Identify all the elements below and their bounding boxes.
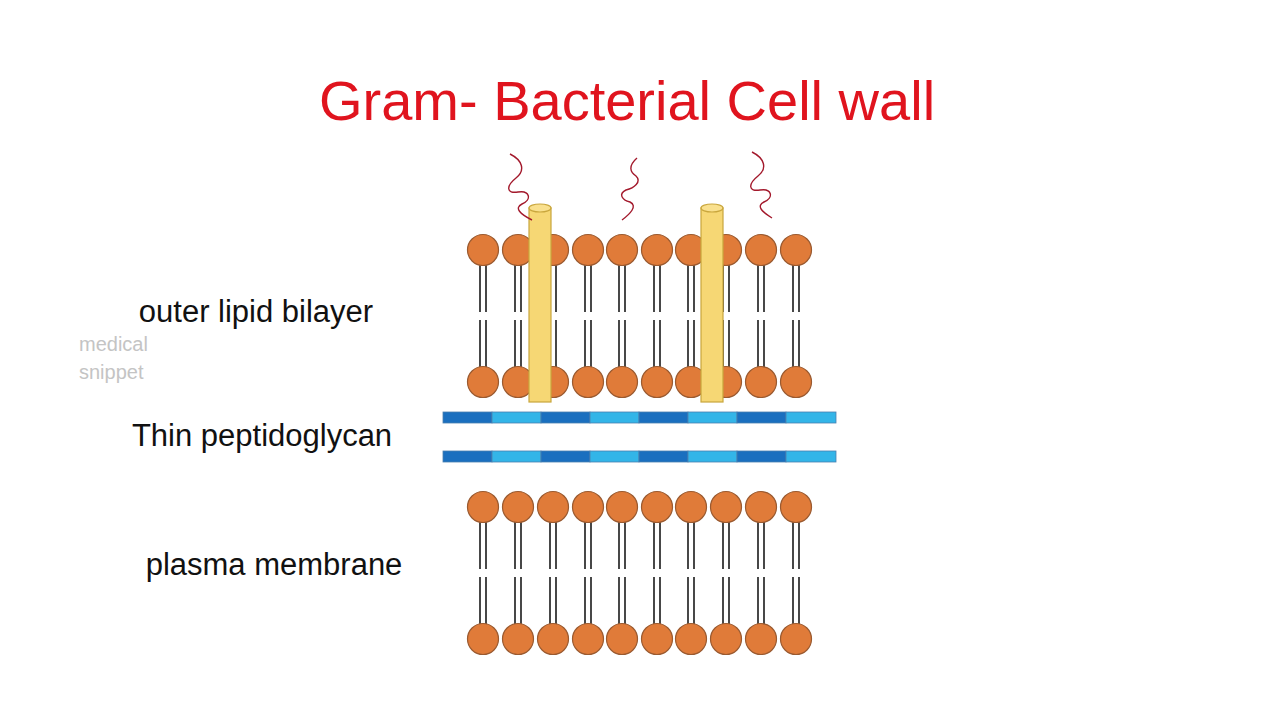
part-label: plasma membrane xyxy=(146,547,403,583)
phospholipid xyxy=(607,492,638,655)
phospholipid xyxy=(676,492,707,655)
diagram-title: Gram- Bacterial Cell wall xyxy=(319,68,935,133)
phospholipid xyxy=(781,492,812,655)
plasma-membrane xyxy=(468,492,812,655)
phospholipid xyxy=(468,492,499,655)
phospholipid xyxy=(468,235,499,398)
phospholipid xyxy=(642,235,673,398)
phospholipid xyxy=(607,235,638,398)
phospholipid xyxy=(642,492,673,655)
peptidoglycan-layer xyxy=(443,412,836,462)
phospholipid xyxy=(573,492,604,655)
phospholipid xyxy=(746,492,777,655)
outer-lipid-bilayer xyxy=(468,235,812,398)
phospholipid xyxy=(781,235,812,398)
porin-protein xyxy=(529,204,551,402)
phospholipid xyxy=(538,492,569,655)
phospholipid xyxy=(711,492,742,655)
phospholipid xyxy=(573,235,604,398)
lps-chain xyxy=(509,152,772,220)
part-label: Thin peptidoglycan xyxy=(132,418,392,454)
phospholipid xyxy=(746,235,777,398)
phospholipid xyxy=(503,492,534,655)
part-label: outer lipid bilayer xyxy=(139,294,373,330)
watermark: medical snippet xyxy=(79,330,169,386)
porin-protein xyxy=(701,204,723,402)
